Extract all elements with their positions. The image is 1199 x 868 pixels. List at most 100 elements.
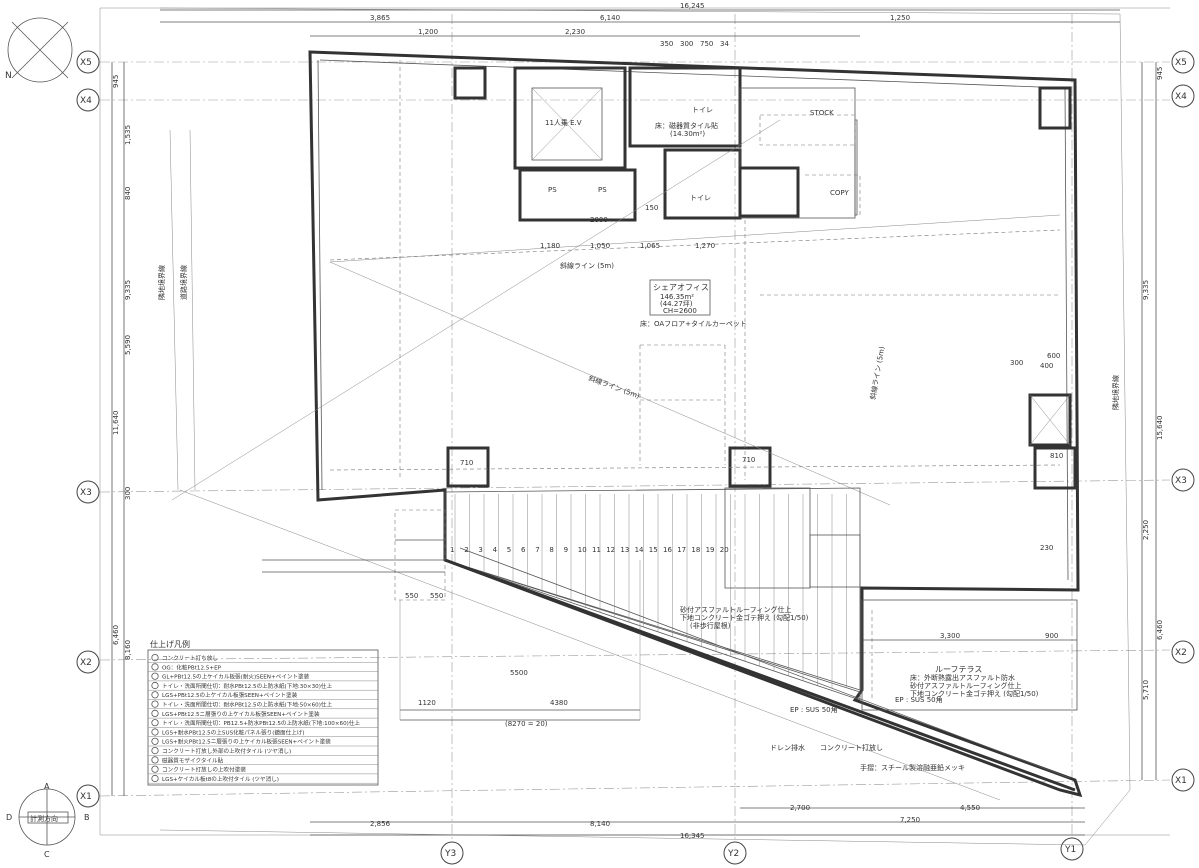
dim-top-3: 1,250 xyxy=(890,14,910,22)
legend-symbol-icon xyxy=(151,663,159,671)
roof-note3: 下地コンクリート金ゴテ押え (勾配1/50) xyxy=(910,689,1039,698)
legend-item: OG：化粧PBt12.5+EP xyxy=(162,663,222,671)
direction-label: 計測方向 xyxy=(30,814,58,823)
bottom-note1: コンクリート打放し xyxy=(820,743,883,752)
grid-bubble-x4-right: X4 xyxy=(1171,84,1195,108)
dim-inner-15: 400 xyxy=(1040,362,1053,370)
grid-bubble-x3-right: X3 xyxy=(1171,468,1195,492)
roof-terrace-title: ルーフテラス xyxy=(935,665,982,674)
legend-item: 磁器質モザイクタイル貼 xyxy=(162,756,224,764)
svg-text:X2: X2 xyxy=(1175,648,1187,658)
grid-bubble-y3: Y3 xyxy=(440,841,464,865)
svg-text:X3: X3 xyxy=(80,488,92,498)
dim-right-4: 6,460 xyxy=(1156,620,1164,640)
dim-inner-4: 550 xyxy=(405,592,418,600)
stair-step-number: 9 xyxy=(564,546,568,554)
legend-symbol-icon xyxy=(151,719,159,727)
dim-inner-19: 2000 xyxy=(590,216,608,224)
dim-right-2: 15,640 xyxy=(1156,416,1164,441)
room-office-title: シェアオフィス xyxy=(653,283,709,292)
legend-symbol-icon xyxy=(151,728,159,736)
legend-symbol-icon xyxy=(151,681,159,690)
stair-step-number: 2 xyxy=(464,546,468,554)
room-hall: 床：磁器質タイル貼 xyxy=(655,121,718,130)
stair-step-number: 8 xyxy=(549,546,553,554)
dim-inner-11: 900 xyxy=(1045,632,1058,640)
dim-top-1: 6,140 xyxy=(600,14,620,22)
dim-inner-9: (8270 = 20) xyxy=(505,720,548,728)
svg-text:Y1: Y1 xyxy=(1064,845,1076,855)
dim-inner-16: 300 xyxy=(1010,359,1023,367)
dim-bottom-4: 2,700 xyxy=(790,804,810,812)
boundary-label-left2: 道路境界線 xyxy=(179,265,188,300)
legend-symbol-icon xyxy=(151,653,159,662)
dim-bottom-2: 16,345 xyxy=(680,832,705,840)
drain-note: ドレン排水 xyxy=(770,743,805,752)
dim-top-2: 16,245 xyxy=(680,2,705,10)
ep-note2: EP : SUS 50角 xyxy=(895,695,943,704)
dim-left-8: 8,160 xyxy=(124,640,132,660)
dim-inner-2: 1,065 xyxy=(640,242,660,250)
north-label: N xyxy=(5,71,12,81)
legend-symbol-icon xyxy=(151,709,159,718)
line-5m-label3: 斜線ライン (5m) xyxy=(868,345,886,400)
dim-top-0: 3,865 xyxy=(370,14,390,22)
legend-symbol-icon xyxy=(151,746,159,755)
dim-right-3: 2,250 xyxy=(1142,520,1150,540)
dim-left-2: 840 xyxy=(124,187,132,200)
room-office-note: 床：OAフロア+タイルカーペット xyxy=(640,319,747,328)
dim-inner-14: 810 xyxy=(1050,452,1063,460)
room-office-height: CH=2600 xyxy=(663,307,697,315)
svg-text:X5: X5 xyxy=(80,58,92,68)
room-toilet2: トイレ xyxy=(690,194,711,202)
legend-item: LGS+PBt12.5ニ層張りの上ケイカル板張SEEN+ペイント塗装 xyxy=(162,710,320,718)
legend-symbol-icon xyxy=(151,756,159,764)
dim-top-5: 2,230 xyxy=(565,28,585,36)
direction-d: D xyxy=(6,813,12,822)
legend-symbol-icon xyxy=(151,774,159,783)
grid-bubble-x5-left: X5 xyxy=(76,50,100,74)
dim-bottom-5: 4,550 xyxy=(960,804,980,812)
grid-bubble-y2: Y2 xyxy=(723,841,747,865)
stair-step-number: 14 xyxy=(635,546,644,554)
stair-step-number: 20 xyxy=(720,546,729,554)
direction-c: C xyxy=(44,850,50,859)
dim-left-7: 6,460 xyxy=(112,625,120,645)
dim-inner-10: 3,300 xyxy=(940,632,960,640)
dim-left-3: 9,335 xyxy=(124,280,132,300)
svg-text:X4: X4 xyxy=(80,96,92,106)
direction-b: B xyxy=(84,813,90,822)
stair-step-number: 7 xyxy=(535,546,539,554)
dim-inner-6: 1120 xyxy=(418,699,436,707)
svg-text:X1: X1 xyxy=(1175,776,1187,786)
dim-right-0: 945 xyxy=(1156,67,1164,80)
stair-step-number: 13 xyxy=(620,546,629,554)
room-ev: 11人乗 E.V xyxy=(545,118,582,127)
dim-inner-0: 1,180 xyxy=(540,242,560,250)
building-outline xyxy=(308,50,1083,798)
dim-inner-7: 5500 xyxy=(510,669,528,677)
legend-symbol-icon xyxy=(151,765,159,773)
stair-step-number: 4 xyxy=(493,546,498,554)
dim-inner-5: 550 xyxy=(430,592,443,600)
legend-item: LGS+ケイカル板t8の上吹付タイル (ツヤ消し) xyxy=(162,775,279,783)
room-ps1: PS xyxy=(548,186,557,194)
dim-bottom-1: 8,140 xyxy=(590,820,610,828)
dim-inner-20: 230 xyxy=(1040,544,1053,552)
legend-item: LGS+耐水PBt12.5の上SUS化粧パネル張り(鏡面仕上げ) xyxy=(162,728,305,736)
dim-left-4: 5,590 xyxy=(124,335,132,355)
dim-inner-1: 1,050 xyxy=(590,242,610,250)
dim-top-4: 1,200 xyxy=(418,28,438,36)
svg-text:X1: X1 xyxy=(80,792,92,802)
dim-inner-8: 4380 xyxy=(550,699,568,707)
dim-inner-18: 150 xyxy=(645,204,658,212)
dim-inner-12: 710 xyxy=(460,459,473,467)
dim-top-9: 34 xyxy=(720,40,729,48)
line-5m-label: 斜線ライン (5m) xyxy=(560,261,614,270)
stair-step-number: 17 xyxy=(677,546,686,554)
legend-item: トイレ・洗面所間仕切：耐水PBt12.5の上防水紙(下地:50×60)仕上 xyxy=(162,701,333,709)
slope-note3: (非歩行屋根) xyxy=(690,621,731,630)
legend-item: LGS+耐火PBt12.5ニ層張りの上ケイカル板張SEEN+ペイント塗装 xyxy=(162,738,331,746)
room-copy: COPY xyxy=(830,189,849,197)
